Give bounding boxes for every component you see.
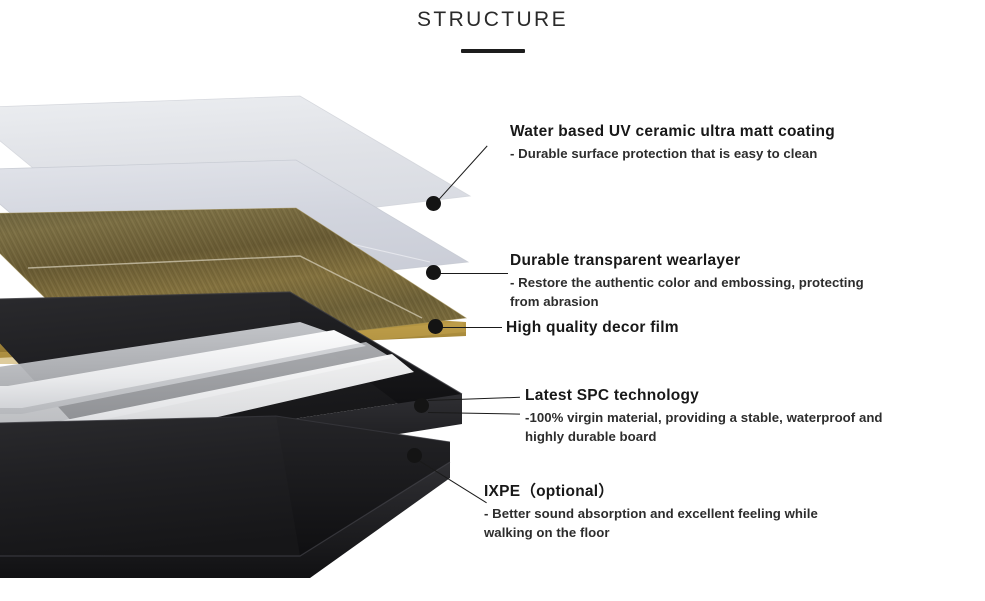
callout-title-decor-film: High quality decor film bbox=[506, 319, 679, 336]
leader-line-decor-film bbox=[440, 327, 502, 328]
spc-flooring-exploded-diagram bbox=[0, 95, 472, 578]
callout-uv-coating: Water based UV ceramic ultra matt coatin… bbox=[510, 122, 902, 164]
callout-title-spc-core: Latest SPC technology bbox=[525, 387, 700, 404]
callout-spc-core: Latest SPC technology -100% virgin mater… bbox=[525, 386, 903, 447]
layer-ixpe-pad bbox=[0, 415, 451, 578]
leader-dot-ixpe bbox=[407, 448, 422, 463]
callout-body-ixpe: - Better sound absorption and excellent … bbox=[484, 506, 818, 541]
leader-dot-uv-coating bbox=[426, 196, 441, 211]
callout-ixpe: IXPE（optional） - Better sound absorption… bbox=[484, 482, 862, 543]
callout-body-wearlayer: - Restore the authentic color and emboss… bbox=[510, 275, 864, 310]
callout-body-spc-core: -100% virgin material, providing a stabl… bbox=[525, 410, 883, 445]
leader-dot-decor-film bbox=[428, 319, 443, 334]
leader-dot-wearlayer bbox=[426, 265, 441, 280]
callout-title-ixpe: IXPE（optional） bbox=[484, 483, 615, 500]
callout-title-wearlayer: Durable transparent wearlayer bbox=[510, 252, 741, 269]
callout-wearlayer: Durable transparent wearlayer - Restore … bbox=[510, 251, 892, 312]
leader-dot-spc-core bbox=[414, 398, 429, 413]
callout-decor-film: High quality decor film bbox=[506, 318, 679, 337]
callout-title-uv-coating: Water based UV ceramic ultra matt coatin… bbox=[510, 123, 835, 140]
callout-body-uv-coating: - Durable surface protection that is eas… bbox=[510, 146, 818, 162]
title-block: STRUCTURE bbox=[0, 8, 985, 53]
title-underline-rule bbox=[460, 49, 525, 53]
page-title: STRUCTURE bbox=[416, 8, 569, 31]
leader-line-wearlayer bbox=[438, 273, 508, 274]
